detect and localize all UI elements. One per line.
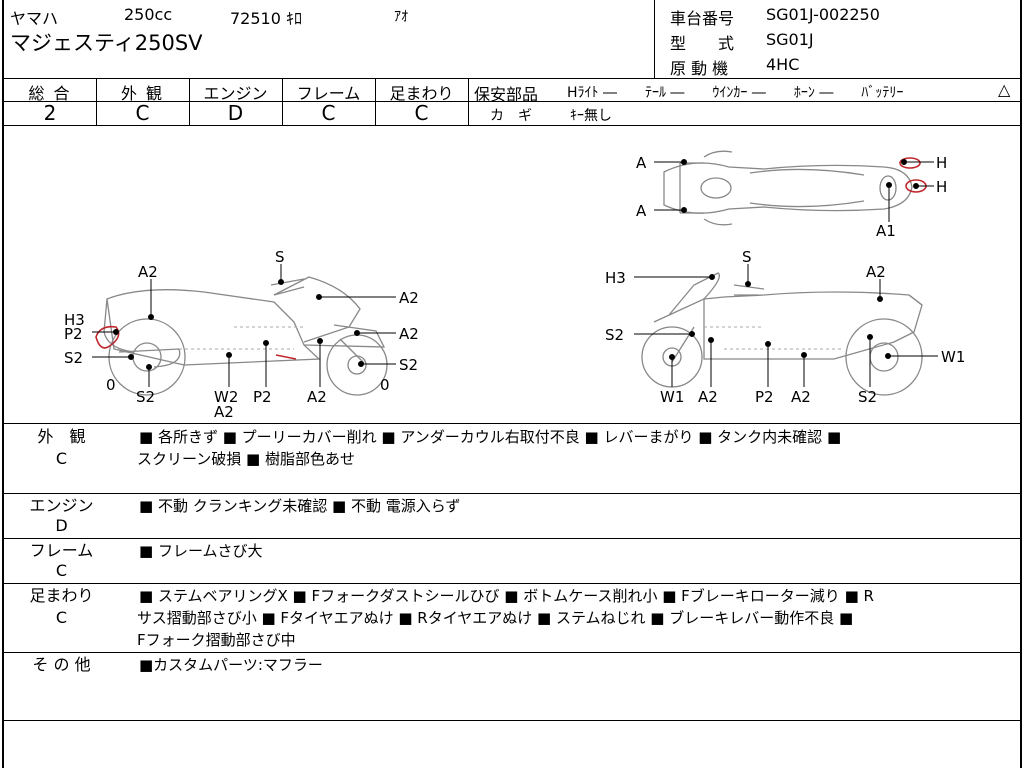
key-value: ｷｰ無し	[570, 108, 612, 124]
divider	[468, 101, 1020, 102]
grade-suspension: C	[414, 101, 429, 125]
label-w1: W1	[660, 388, 684, 406]
label-h3: H3	[605, 269, 626, 287]
grade-exterior: C	[135, 101, 150, 125]
frame-no-label: 車台番号	[670, 9, 735, 28]
divider	[4, 538, 1020, 539]
notes-frame-grade: C	[55, 561, 68, 580]
divider	[4, 423, 1020, 424]
notes-engine-grade: D	[55, 516, 68, 535]
notes-suspension-line3: Fフォーク摺動部さび中	[137, 631, 296, 649]
grade-engine-label: エンジン	[203, 84, 268, 103]
label-w2: W2	[214, 388, 238, 406]
right-side-bike	[641, 272, 923, 396]
label-a: A	[636, 154, 647, 172]
label-s: S	[742, 248, 752, 266]
damage-marks	[95, 157, 927, 360]
color: ｱｵ	[394, 9, 408, 25]
label-h3: H3	[64, 311, 85, 329]
notes-other-line1: ■カスタムパーツ:マフラー	[139, 656, 323, 674]
notes-suspension-line1: ■ ステムベアリングX ■ Fフォークダストシールひび ■ ボトムケース削れ小 …	[139, 587, 874, 605]
notes-suspension-label: 足まわり	[29, 586, 94, 605]
label-a2: A2	[791, 388, 811, 406]
notes-suspension-grade: C	[55, 608, 68, 627]
safety-items: Hﾗｲﾄ ― ﾃｰﾙ ― ｳｲﾝｶｰ ― ﾎｰﾝ ― ﾊﾞｯﾃﾘｰ	[567, 85, 904, 101]
left-side-bike	[103, 276, 388, 396]
label-zero: 0	[106, 376, 116, 394]
top-view-bike	[663, 150, 913, 226]
label-p2: P2	[755, 388, 774, 406]
safety-label: 保安部品	[474, 85, 539, 104]
notes-frame-label: フレーム	[29, 541, 94, 560]
label-s2: S2	[858, 388, 877, 406]
label-s2: S2	[136, 388, 155, 406]
label-p2: P2	[253, 388, 272, 406]
divider	[4, 78, 1020, 79]
label-s2: S2	[64, 349, 83, 367]
notes-other-label: そ の 他	[32, 655, 91, 674]
label-a2: A2	[138, 263, 158, 281]
label-h: H	[936, 154, 947, 172]
label-a2: A2	[214, 403, 234, 421]
divider	[4, 101, 468, 102]
grade-total: 2	[43, 101, 57, 125]
grade-suspension-label: 足まわり	[389, 84, 454, 103]
label-zero: 0	[380, 376, 390, 394]
label-s2: S2	[399, 356, 418, 374]
label-a1: A1	[876, 222, 896, 240]
label-a2: A2	[698, 388, 718, 406]
divider	[4, 720, 1020, 721]
notes-exterior-label: 外 観	[37, 427, 86, 446]
maker: ヤマハ	[10, 9, 59, 28]
grade-frame: C	[321, 101, 336, 125]
label-a2: A2	[399, 289, 419, 307]
grade-total-label: 総 合	[28, 84, 72, 103]
key-label: カ ギ	[490, 108, 532, 124]
notes-engine-label: エンジン	[29, 496, 94, 515]
notes-frame-line1: ■ フレームさび大	[139, 542, 263, 560]
mileage: 72510 ｷﾛ	[230, 9, 302, 28]
label-h: H	[936, 178, 947, 196]
model-name: マジェスティ250SV	[10, 31, 203, 55]
label-p2: P2	[64, 325, 83, 343]
divider	[4, 583, 1020, 584]
header-divider	[654, 0, 655, 78]
notes-exterior-line2: スクリーン破損 ■ 樹脂部色あせ	[137, 450, 355, 468]
divider	[4, 125, 1020, 126]
label-a2: A2	[866, 263, 886, 281]
label-a2: A2	[399, 325, 419, 343]
type-value: SG01J	[766, 30, 814, 49]
label-w1: W1	[941, 348, 965, 366]
label-s: S	[275, 248, 285, 266]
notes-exterior-line1: ■ 各所きず ■ プーリーカバー削れ ■ アンダーカウル右取付不良 ■ レバーま…	[139, 428, 842, 446]
label-a: A	[636, 202, 647, 220]
label-a2: A2	[307, 388, 327, 406]
grade-engine: D	[227, 101, 244, 125]
label-s2: S2	[605, 326, 624, 344]
frame-no: SG01J-002250	[766, 5, 880, 24]
notes-suspension-line2: サス摺動部さび小 ■ Fタイヤエアぬけ ■ Rタイヤエアぬけ ■ ステムねじれ …	[137, 609, 854, 627]
type-label: 型 式	[670, 34, 735, 53]
grade-frame-label: フレーム	[296, 84, 361, 103]
warning-triangle-icon: △	[998, 80, 1011, 99]
displacement: 250cc	[124, 5, 173, 24]
divider	[4, 652, 1020, 653]
notes-exterior-grade: C	[55, 449, 68, 468]
notes-engine-line1: ■ 不動 クランキング未確認 ■ 不動 電源入らず	[139, 497, 461, 515]
damage-diagram: A A H H A1 A2 S A2 A2 S2 H3 P2 S2 0 0 S2…	[64, 150, 965, 421]
engine-label: 原 動 機	[670, 59, 729, 78]
divider	[4, 493, 1020, 494]
engine-value: 4HC	[766, 55, 800, 74]
grade-exterior-label: 外 観	[120, 84, 165, 103]
